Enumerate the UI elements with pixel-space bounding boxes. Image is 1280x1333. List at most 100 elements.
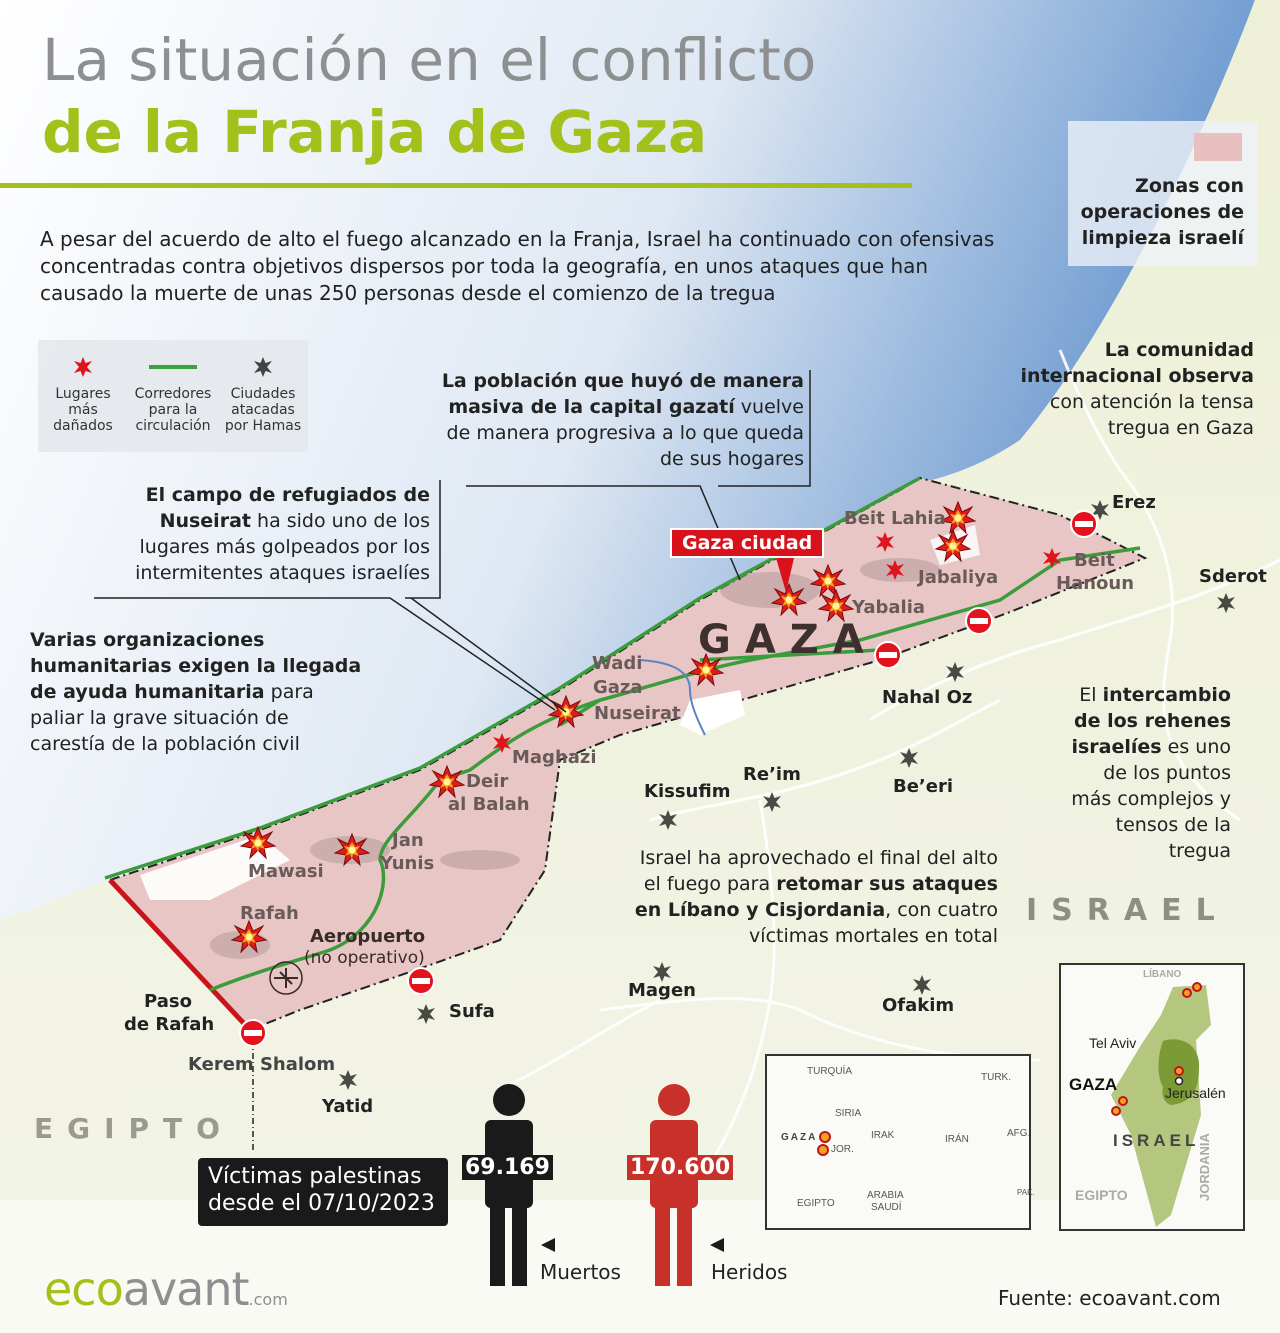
callout-international: La comunidad internacional observa con a… bbox=[1010, 337, 1254, 441]
minimap-label: SIRIA bbox=[835, 1108, 862, 1119]
logo-eco: eco bbox=[44, 1262, 124, 1316]
place-nahal-oz: Nahal Oz bbox=[882, 687, 973, 708]
place-yatid: Yatid bbox=[322, 1096, 374, 1117]
minimap-label: ARABIA bbox=[867, 1190, 904, 1201]
callout-bold: La comunidad internacional observa bbox=[1020, 339, 1254, 387]
legend-label: Lugares bbox=[55, 386, 111, 402]
minimap-label: TURK. bbox=[981, 1072, 1011, 1083]
green-line-icon bbox=[149, 365, 197, 369]
minimap-label: ISRAEL bbox=[1113, 1131, 1200, 1150]
minimap-label: GAZA bbox=[1069, 1075, 1118, 1094]
place-magen: Magen bbox=[628, 980, 696, 1001]
injured-label: Heridos bbox=[711, 1260, 788, 1284]
legend-label: Corredores bbox=[134, 386, 212, 402]
callout-bold: Varias organizaciones humanitarias exige… bbox=[30, 629, 362, 703]
callout-text: con atención la tensa tregua en Gaza bbox=[1049, 391, 1254, 439]
minimap-label: JORDANIA bbox=[1197, 1133, 1212, 1201]
place-maghazi: Maghazi bbox=[512, 747, 597, 768]
minimap-label: Tel Aviv bbox=[1089, 1035, 1137, 1051]
place-yabalia: Yabalia bbox=[852, 597, 926, 618]
place-beit-lahia: Beit Lahia bbox=[844, 508, 946, 529]
place-kissufim: Kissufim bbox=[644, 781, 731, 802]
callout-bold: La población que huyó de manera masiva d… bbox=[441, 370, 804, 418]
place-al-balah: al Balah bbox=[448, 794, 530, 815]
callout-bold: El campo de refugiados de Nuseirat bbox=[145, 484, 430, 532]
minimap-label: GAZA bbox=[781, 1132, 818, 1143]
airplane-icon bbox=[270, 963, 302, 995]
dead-count: 69.169 bbox=[462, 1155, 553, 1180]
logo-com: .com bbox=[248, 1290, 288, 1309]
logo-avant: avant bbox=[122, 1262, 250, 1316]
legend-label: dañados bbox=[53, 418, 113, 434]
minimap-label: Jerusalén bbox=[1165, 1085, 1226, 1101]
callout-text: , con cuatro víctimas mortales en total bbox=[749, 899, 998, 947]
israel-label: ISRAEL bbox=[1026, 893, 1229, 928]
place-beit-hanoun-2: Hanoun bbox=[1056, 573, 1135, 594]
place-airport: Aeropuerto bbox=[310, 926, 426, 947]
place-wadi: Wadi bbox=[592, 653, 643, 674]
callout-text: ha sido uno de los lugares más golpeados… bbox=[135, 510, 430, 584]
minimap-burst-icon bbox=[817, 1131, 831, 1156]
place-nuseirat: Nuseirat bbox=[594, 703, 681, 724]
minimap-label: LÍBANO bbox=[1143, 969, 1182, 980]
callout-capital: La población que huyó de manera masiva d… bbox=[440, 368, 804, 472]
gaza-city-pointer bbox=[776, 558, 794, 592]
callout-nuseirat: El campo de refugiados de Nuseirat ha si… bbox=[110, 482, 430, 586]
zone-legend-line: limpieza israelí bbox=[1081, 227, 1244, 249]
place-wadi-gaza: Gaza bbox=[593, 677, 643, 698]
gaza-strip-label: GAZA bbox=[698, 617, 878, 663]
place-sufa: Sufa bbox=[449, 1001, 495, 1022]
place-jabaliya: Jabaliya bbox=[918, 567, 999, 588]
israel-minimap: LÍBANO Tel Aviv GAZA Jerusalén ISRAEL EG… bbox=[1059, 963, 1245, 1231]
legend-label: más bbox=[68, 402, 98, 418]
title-line-2: de la Franja de Gaza bbox=[42, 98, 708, 166]
victims-box-date: desde el 07/10/2023 bbox=[208, 1191, 435, 1216]
place-rafah: Rafah bbox=[240, 903, 299, 924]
place-yunis: Yunis bbox=[380, 853, 435, 874]
callout-text: El bbox=[1079, 684, 1103, 706]
minimap-label: EGIPTO bbox=[797, 1198, 835, 1209]
title-divider bbox=[0, 183, 912, 188]
ecoavant-logo: ecoavant.com bbox=[44, 1262, 288, 1316]
place-mawasi: Mawasi bbox=[248, 861, 324, 882]
minimap-label: TURQUÍA bbox=[807, 1066, 852, 1077]
region-minimap: TURQUÍA TURK. SIRIA GAZA IRAK IRÁN AFG. … bbox=[765, 1054, 1035, 1230]
gaza-city-label: Gaza ciudad bbox=[670, 528, 825, 558]
place-beeri: Be’eri bbox=[893, 776, 954, 797]
place-beit-hanoun-1: Beit bbox=[1074, 550, 1115, 571]
callout-lebanon: Israel ha aprovechado el final del alto … bbox=[626, 845, 998, 949]
minimap-label: IRÁN bbox=[945, 1134, 969, 1145]
callout-bold: intercambio de los rehenes israelíes bbox=[1071, 684, 1231, 758]
place-airport-status: (no operativo) bbox=[304, 948, 425, 968]
place-kerem-shalom: Kerem Shalom bbox=[188, 1054, 336, 1075]
minimap-label: EGIPTO bbox=[1075, 1187, 1128, 1203]
callout-hostages: El intercambio de los rehenes israelíes … bbox=[1066, 682, 1231, 864]
place-sderot: Sderot bbox=[1199, 566, 1267, 587]
victims-box: Víctimas palestinas desde el 07/10/2023 bbox=[198, 1158, 448, 1226]
egypt-label: EGIPTO bbox=[34, 1112, 234, 1145]
minimap-label: IRAK bbox=[871, 1130, 895, 1141]
intro-paragraph: A pesar del acuerdo de alto el fuego alc… bbox=[40, 227, 995, 305]
legend-label: por Hamas bbox=[224, 418, 302, 434]
zone-swatch bbox=[1194, 133, 1242, 161]
callout-text: es uno de los puntos más complejos y ten… bbox=[1071, 736, 1231, 862]
zone-legend-line: operaciones de bbox=[1080, 201, 1244, 223]
title-line-1: La situación en el conflicto bbox=[42, 26, 817, 94]
callout-bold: retomar sus ataques en Líbano y Cisjorda… bbox=[634, 873, 998, 921]
place-erez: Erez bbox=[1112, 492, 1156, 513]
source-credit: Fuente: ecoavant.com bbox=[998, 1286, 1221, 1310]
callout-text: vuelve de manera progresiva a lo que que… bbox=[446, 396, 804, 470]
place-paso: Paso bbox=[144, 991, 192, 1012]
minimap-label: JOR. bbox=[831, 1144, 854, 1155]
zone-legend: Zonas con operaciones de limpieza israel… bbox=[1068, 121, 1258, 266]
place-deir: Deir bbox=[466, 771, 509, 792]
zone-legend-text: Zonas con operaciones de limpieza israel… bbox=[1081, 173, 1244, 251]
place-de-rafah: de Rafah bbox=[124, 1014, 215, 1035]
place-jan: Jan bbox=[392, 830, 424, 851]
callout-text: Israel ha aprovechado el final del alto … bbox=[639, 847, 998, 895]
injured-count: 170.600 bbox=[627, 1155, 734, 1180]
